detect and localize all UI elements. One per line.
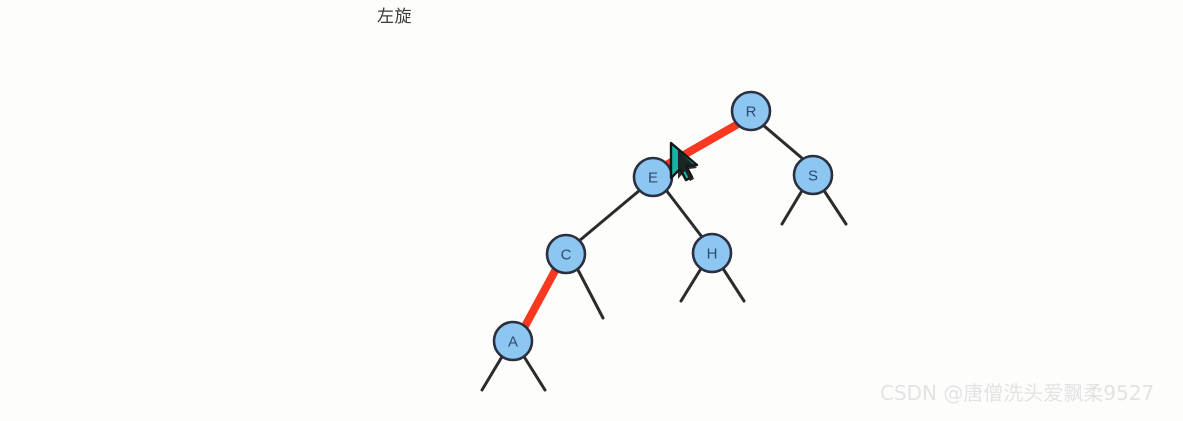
edge-E-H-black — [664, 188, 704, 239]
null-stub-H-right — [720, 265, 746, 303]
null-stub-H-left — [679, 265, 704, 303]
mouse-pointer-shadow-icon — [678, 150, 697, 181]
tree-node-R[interactable]: R — [730, 90, 772, 132]
node-label-S: S — [808, 168, 818, 185]
node-label-H: H — [707, 246, 718, 263]
csdn-watermark: CSDN @唐僧洗头爱飘柔9527 — [880, 381, 1155, 405]
node-label-E: E — [648, 170, 658, 187]
null-stub-A-right — [521, 353, 547, 392]
page-title: 左旋 — [377, 7, 412, 27]
cursor-layer — [669, 141, 699, 182]
node-circle-R — [730, 90, 772, 132]
nodes-layer: R S E H C A — [492, 90, 834, 362]
null-stub-A-left — [480, 353, 505, 392]
node-circle-H — [691, 232, 733, 274]
tree-node-S[interactable]: S — [792, 154, 834, 196]
node-label-A: A — [508, 334, 518, 351]
null-stub-S-left — [780, 187, 805, 226]
tree-node-E[interactable]: E — [632, 156, 674, 198]
node-circle-A — [492, 320, 534, 362]
edge-R-S-black — [761, 123, 805, 161]
null-stubs-layer — [480, 187, 848, 392]
edge-A-C-red — [520, 265, 560, 332]
tree-node-H[interactable]: H — [691, 232, 733, 274]
edges-layer — [520, 120, 805, 332]
tree-node-A[interactable]: A — [492, 320, 534, 362]
node-label-R: R — [746, 104, 757, 121]
null-stub-S-right — [821, 187, 848, 226]
null-stub-C-right — [575, 266, 605, 320]
edge-C-E-black — [577, 188, 642, 243]
node-circle-C — [545, 233, 587, 275]
node-label-C: C — [561, 247, 572, 264]
node-circle-S — [792, 154, 834, 196]
tree-node-C[interactable]: C — [545, 233, 587, 275]
